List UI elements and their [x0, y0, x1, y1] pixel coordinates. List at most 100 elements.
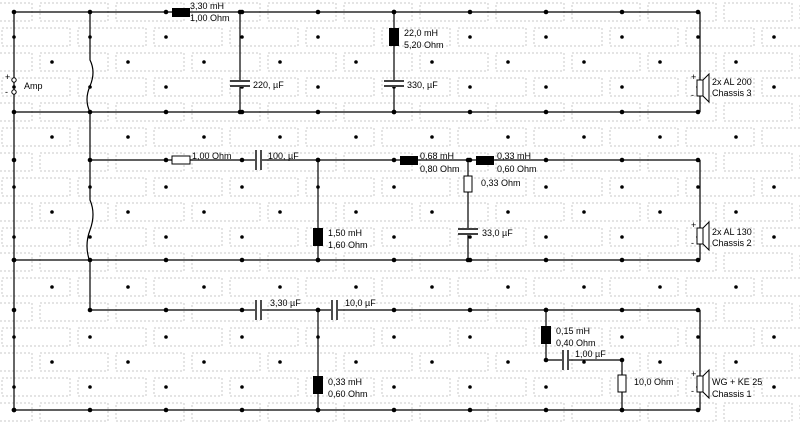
grid-cell [723, 402, 793, 422]
junction-dot [391, 157, 397, 163]
grid-dot [430, 285, 434, 289]
grid-cell [191, 402, 261, 422]
grid-cell [77, 27, 147, 47]
grid-cell [0, 402, 33, 422]
grid-dot [544, 235, 548, 239]
junction-dot [465, 257, 471, 263]
grid-cell [343, 352, 413, 372]
junction-dot [695, 307, 701, 313]
grid-cell [115, 52, 185, 72]
junction-dot [163, 157, 169, 163]
junction-dot [695, 9, 701, 15]
grid-cell [457, 127, 527, 147]
grid-cell [0, 352, 33, 372]
grid-dot [430, 135, 434, 139]
grid-cell [685, 277, 755, 297]
grid-dot [392, 235, 396, 239]
grid-dot [544, 385, 548, 389]
section2-resistor-r1[interactable]: 1,00 Ohm [171, 151, 232, 165]
grid-cell [77, 327, 147, 347]
grid-cell [229, 227, 299, 247]
svg-text:0,33 Ohm: 0,33 Ohm [481, 178, 521, 188]
grid-cell [0, 52, 33, 72]
grid-dot [126, 285, 130, 289]
grid-dot [88, 335, 92, 339]
grid-dot [772, 385, 776, 389]
amp-minus: - [5, 87, 8, 97]
grid-dot [582, 210, 586, 214]
grid-dot [278, 285, 282, 289]
grid-cell [381, 227, 451, 247]
section1-resistor-r1[interactable]: 10,0 Ohm [617, 374, 674, 393]
section2-capacitor-c1[interactable]: 100, µF [255, 150, 299, 170]
grid-cell [495, 252, 565, 272]
grid-cell [267, 402, 337, 422]
grid-dot [126, 360, 130, 364]
junction-dot [543, 109, 549, 115]
section3-capacitor-c2[interactable]: 330, µF [384, 80, 438, 90]
svg-text:0,40 Ohm: 0,40 Ohm [556, 338, 596, 348]
grid-dot [506, 210, 510, 214]
speaker-chassis-2[interactable]: + - 2x AL 130 Chassis 2 [691, 220, 752, 252]
grid-cell [39, 352, 109, 372]
section1-capacitor-c3[interactable]: 1,00 µF [562, 349, 606, 370]
svg-text:10,0 Ohm: 10,0 Ohm [634, 377, 674, 387]
svg-text:3,30 µF: 3,30 µF [270, 298, 301, 308]
grid-dot [278, 210, 282, 214]
background-grid [0, 2, 800, 422]
grid-cell [1, 377, 71, 397]
section2-capacitor-c2[interactable]: 33,0 µF [458, 228, 513, 238]
section1-capacitor-c2[interactable]: 10,0 µF [331, 298, 376, 320]
svg-text:+: + [691, 72, 696, 82]
svg-text:100, µF: 100, µF [268, 151, 299, 161]
svg-text:+: + [691, 369, 696, 379]
grid-dot [240, 35, 244, 39]
grid-dot [582, 60, 586, 64]
svg-text:2x AL 130: 2x AL 130 [712, 227, 752, 237]
svg-text:0,60 Ohm: 0,60 Ohm [497, 164, 537, 174]
junction-dot [163, 307, 169, 313]
grid-cell [419, 202, 489, 222]
grid-cell [609, 27, 679, 47]
grid-cell [571, 302, 641, 322]
grid-cell [761, 177, 800, 197]
section2-resistor-r2[interactable]: 0,33 Ohm [463, 175, 521, 193]
grid-dot [620, 85, 624, 89]
grid-dot [240, 235, 244, 239]
section3-inductor-l2[interactable]: 22,0 mH 5,20 Ohm [389, 28, 444, 50]
grid-cell [305, 127, 375, 147]
grid-cell [1, 277, 71, 297]
amp-terminals: + - Amp [5, 72, 43, 97]
grid-cell [381, 27, 451, 47]
section3-capacitor-c1[interactable]: 220, µF [230, 80, 284, 90]
grid-cell [267, 52, 337, 72]
grid-cell [571, 52, 641, 72]
grid-dot [354, 60, 358, 64]
grid-cell [39, 202, 109, 222]
svg-text:10,0 µF: 10,0 µF [345, 298, 376, 308]
section2-inductor-l3[interactable]: 0,33 mH 0,60 Ohm [476, 151, 537, 174]
section1-inductor-l2[interactable]: 0,15 mH 0,40 Ohm [541, 326, 596, 348]
section2-inductor-l1[interactable]: 1,50 mH 1,60 Ohm [313, 228, 368, 250]
junction-dot [11, 307, 17, 313]
svg-text:33,0 µF: 33,0 µF [482, 228, 513, 238]
grid-cell [0, 302, 33, 322]
grid-cell [571, 202, 641, 222]
grid-dot [50, 285, 54, 289]
grid-cell [267, 252, 337, 272]
grid-dot [544, 85, 548, 89]
section2-inductor-l2[interactable]: 0,68 mH 0,80 Ohm [400, 151, 460, 174]
speaker-chassis-3[interactable]: + - 2x AL 200 Chassis 3 [691, 72, 752, 104]
section1-capacitor-c1[interactable]: 3,30 µF [255, 298, 301, 320]
grid-cell [115, 402, 185, 422]
grid-cell [267, 352, 337, 372]
speaker-chassis-1[interactable]: + - WG + KE 25 Chassis 1 [691, 368, 762, 400]
junction-dot [467, 9, 473, 15]
junction-dot [543, 257, 549, 263]
grid-cell [77, 77, 147, 97]
section1-inductor-l1[interactable]: 0,33 mH 0,60 Ohm [313, 376, 368, 399]
grid-cell [39, 402, 109, 422]
section3-inductor-l1[interactable]: 3,30 mH 1,00 Ohm [172, 1, 230, 23]
grid-cell [153, 77, 223, 97]
